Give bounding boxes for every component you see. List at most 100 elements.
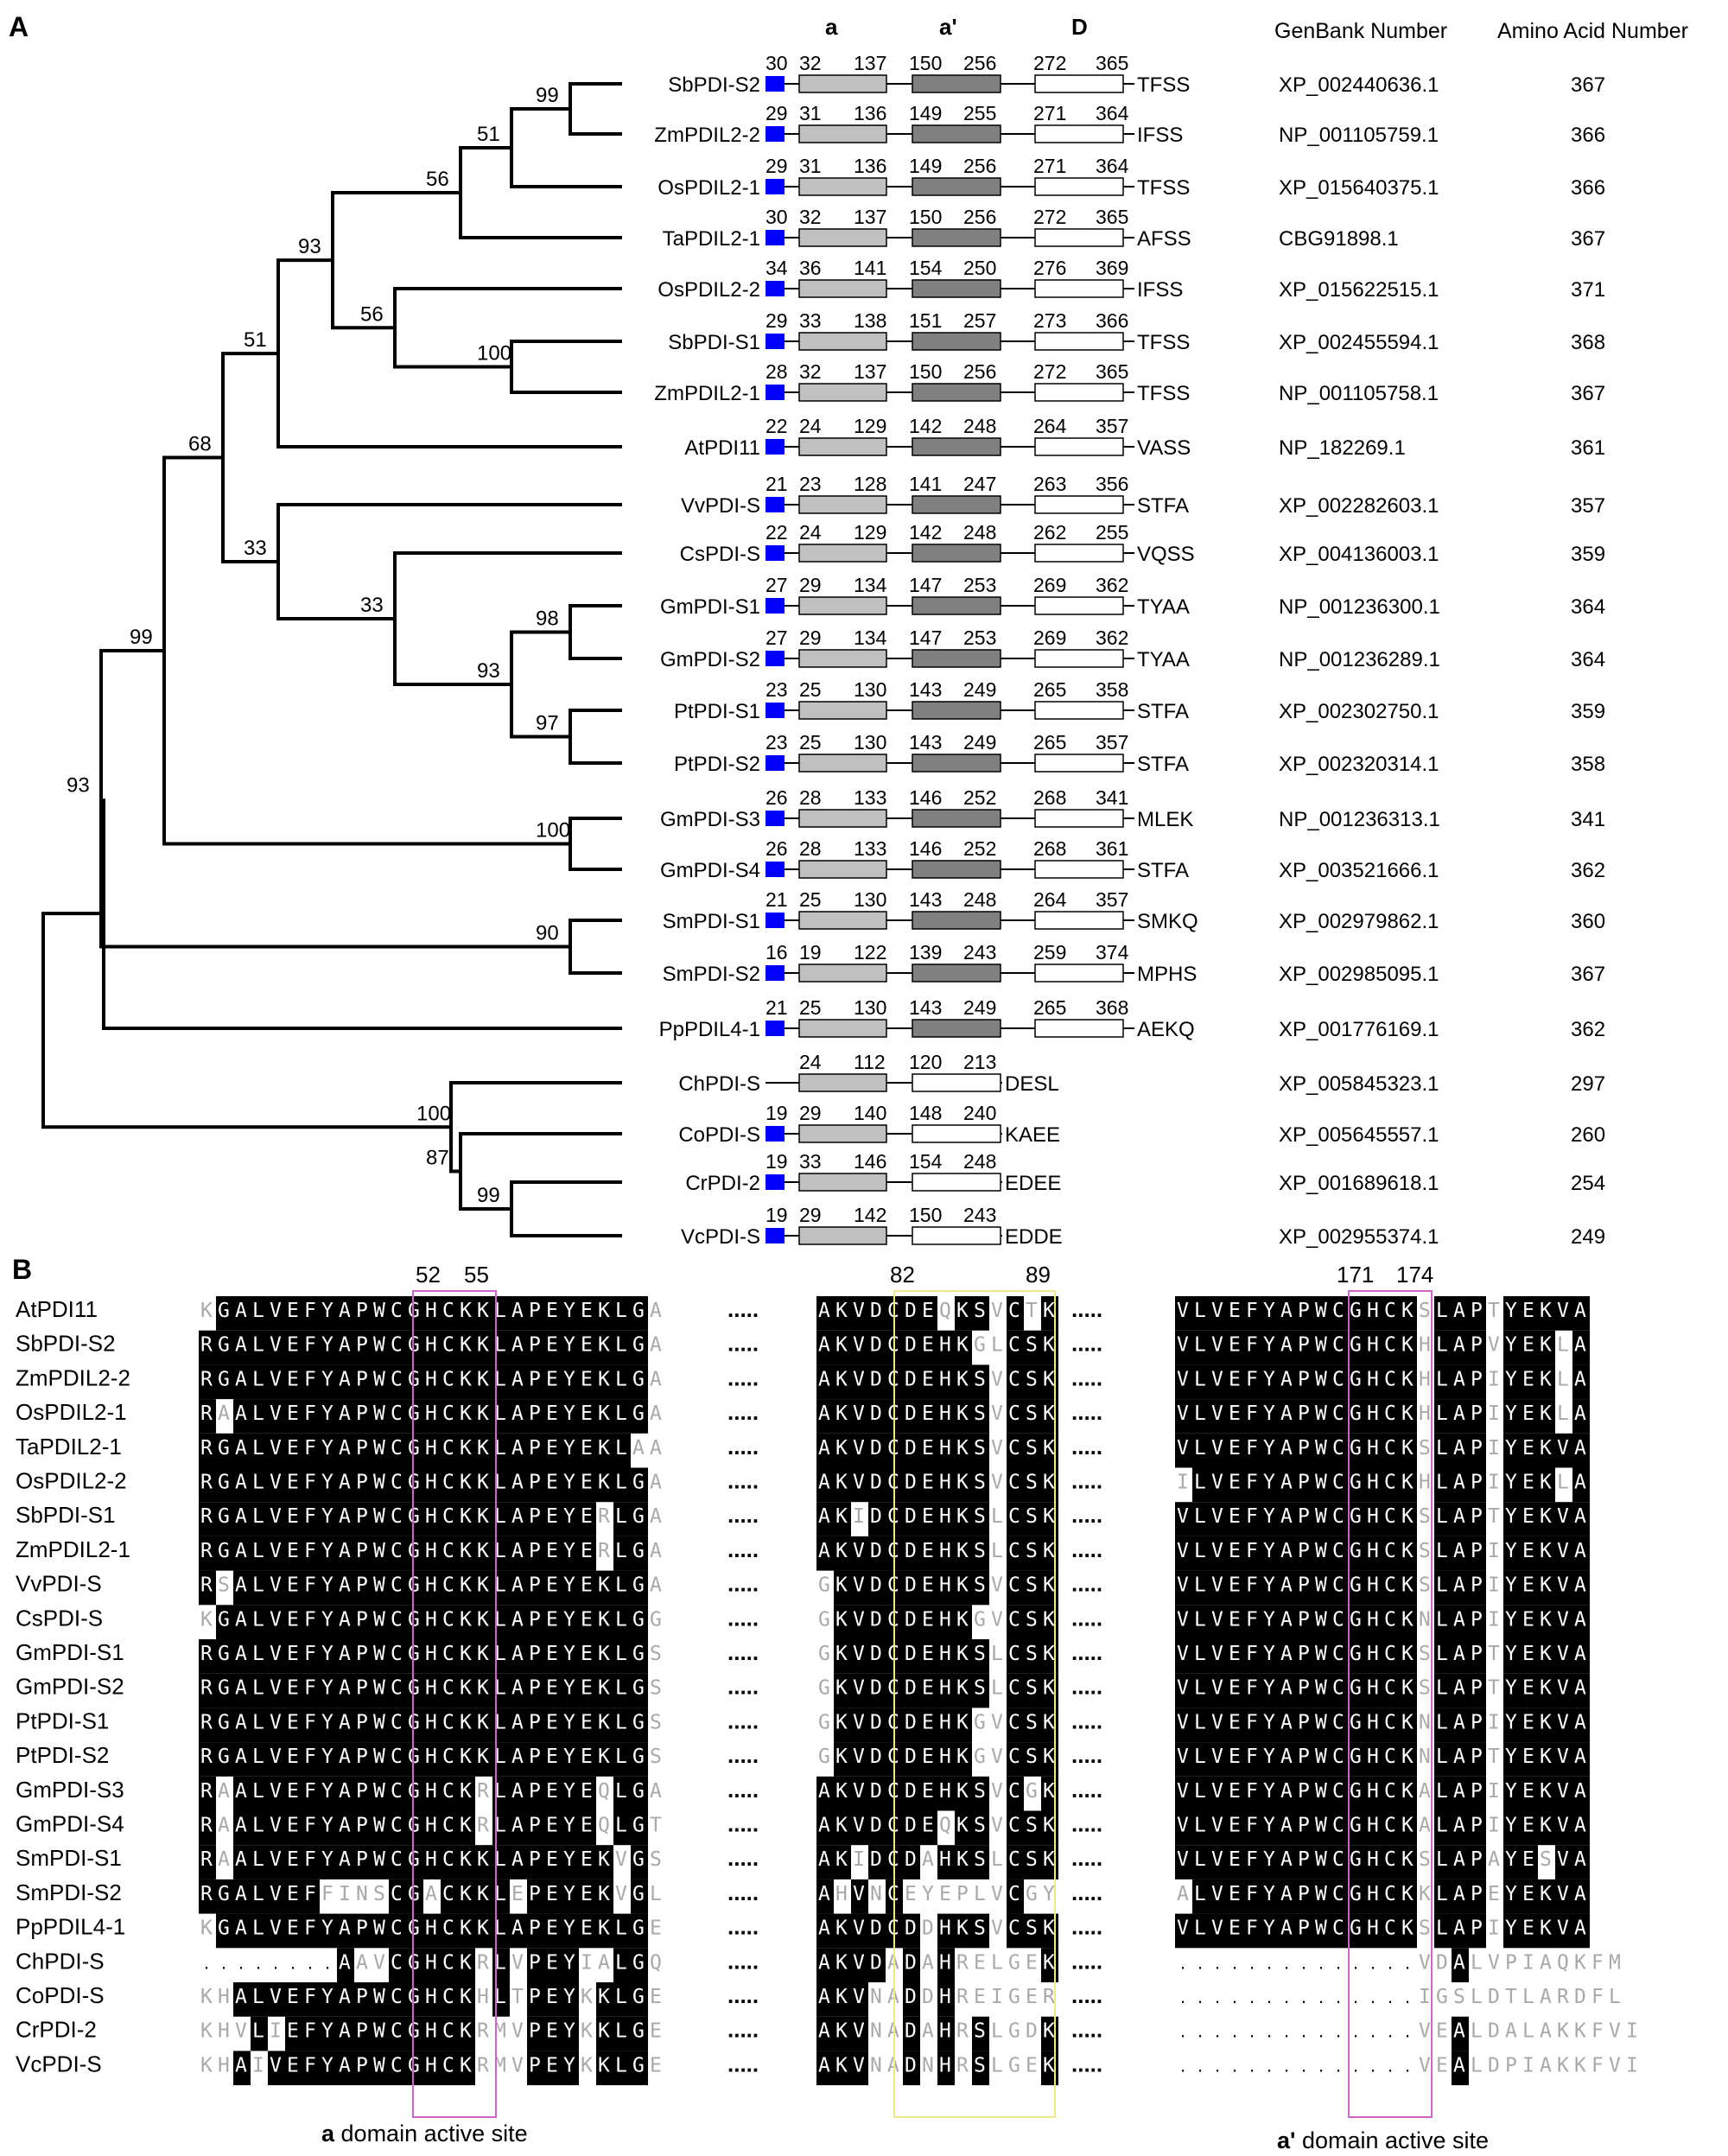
residue-letter: L <box>615 1711 627 1733</box>
conserved-residue-cell <box>1365 1467 1382 1503</box>
residue-letter: R <box>477 1951 489 1974</box>
residue-letter: L <box>650 1883 662 1905</box>
a-prime-domain-box <box>912 332 1001 351</box>
residue-letter: W <box>373 1540 385 1562</box>
residue-letter: K <box>598 1643 610 1665</box>
conserved-residue-cell <box>251 1502 268 1536</box>
residue-position-label: 122 <box>854 941 886 964</box>
residue-letter: H <box>939 1368 951 1390</box>
alignment-gap-dots: ..... <box>1071 1914 1102 1940</box>
conserved-residue-cell <box>1227 1330 1244 1365</box>
bootstrap-value: 98 <box>536 607 559 631</box>
residue-letter: V <box>511 2020 524 2043</box>
residue-letter: F <box>304 1608 316 1631</box>
residue-letter: G <box>1350 1643 1362 1665</box>
alignment-gap-dots: ..... <box>1071 1811 1102 1837</box>
residue-letter: S <box>1419 1540 1431 1562</box>
residue-position-label: 33 <box>799 309 822 332</box>
residue-letter: E <box>1522 1815 1534 1837</box>
residue-letter: K <box>956 1472 969 1494</box>
residue-letter: L <box>1194 1402 1206 1425</box>
residue-letter: L <box>1194 1368 1206 1390</box>
residue-letter: H <box>425 1918 437 1940</box>
residue-letter: C <box>1332 1815 1344 1837</box>
residue-letter: K <box>1540 1540 1552 1562</box>
residue-letter: V <box>270 1574 282 1597</box>
genbank-accession: XP_002440636.1 <box>1279 73 1439 97</box>
a-domain-box <box>798 383 887 402</box>
residue-position-label: 374 <box>1096 941 1129 964</box>
residue-position-label: 146 <box>854 1150 886 1173</box>
conserved-residue-cell <box>1331 1330 1348 1365</box>
residue-letter: E <box>1229 1300 1241 1322</box>
alignment-taxon-name: CsPDI-S <box>16 1605 103 1631</box>
conserved-residue-cell <box>1175 1433 1192 1468</box>
residue-letter: L <box>1194 1608 1206 1631</box>
conserved-residue-cell <box>937 1330 955 1365</box>
residue-letter: V <box>1211 1711 1223 1733</box>
residue-letter: V <box>991 1472 1003 1494</box>
conserved-residue-cell <box>1331 1364 1348 1400</box>
residue-letter: P <box>1298 1368 1310 1390</box>
residue-letter: K <box>460 1505 472 1528</box>
residue-letter: A <box>1280 1300 1293 1322</box>
residue-letter: I <box>1626 2020 1638 2043</box>
residue-letter: Y <box>1263 1540 1275 1562</box>
alignment-gap-dots: ..... <box>727 1708 759 1733</box>
residue-letter: A <box>1280 1746 1293 1768</box>
residue-letter: F <box>304 1883 316 1905</box>
residue-letter: A <box>598 1951 610 1974</box>
residue-letter: E <box>1229 1402 1241 1425</box>
residue-position-label: 256 <box>963 52 996 74</box>
residue-letter: L <box>1194 1574 1206 1597</box>
residue-letter: R <box>200 1711 213 1733</box>
conserved-residue-cell <box>510 1330 527 1365</box>
residue-letter: A <box>235 1711 247 1733</box>
residue-letter: A <box>1453 1677 1465 1700</box>
alignment-gap-dots: ..... <box>1071 1571 1102 1597</box>
residue-letter: S <box>1026 1334 1038 1357</box>
conserved-residue-cell <box>816 1364 834 1400</box>
residue-letter: G <box>1350 1472 1362 1494</box>
a-domain-box <box>798 1073 887 1092</box>
residue-letter: F <box>1591 1951 1604 1974</box>
residue-letter: A <box>632 1437 645 1460</box>
residue-letter: V <box>511 1951 524 1974</box>
residue-letter: D <box>870 1334 882 1357</box>
residue-letter: N <box>870 1986 882 2008</box>
residue-letter: A <box>1540 2020 1552 2043</box>
residue-letter: G <box>1350 1368 1362 1390</box>
conserved-residue-cell <box>1452 1433 1469 1468</box>
residue-letter: L <box>1436 1505 1448 1528</box>
residue-letter: V <box>1177 1677 1189 1700</box>
residue-letter: A <box>1540 1951 1552 1974</box>
residue-letter: P <box>1298 1883 1310 1905</box>
residue-letter: A <box>511 1334 524 1357</box>
conserved-residue-cell <box>920 1330 937 1365</box>
residue-position-label: 128 <box>854 473 886 495</box>
residue-letter: V <box>1557 1505 1569 1528</box>
conserved-residue-cell <box>510 1502 527 1536</box>
residue-letter: W <box>373 1574 385 1597</box>
residue-letter: L <box>991 2020 1003 2043</box>
residue-letter: E <box>287 1643 299 1665</box>
conserved-residue-cell <box>423 1502 441 1536</box>
residue-letter: I <box>853 1848 865 1871</box>
residue-letter: V <box>853 1711 865 1733</box>
residue-letter: Y <box>1505 1505 1517 1528</box>
residue-letter: H <box>425 1815 437 1837</box>
residue-letter: E <box>287 1402 299 1425</box>
residue-letter: P <box>1298 1815 1310 1837</box>
residue-letter: E <box>287 1883 299 1905</box>
residue-letter: V <box>1488 1951 1500 1974</box>
residue-letter: E <box>287 2054 299 2077</box>
residue-letter: K <box>835 1505 848 1528</box>
